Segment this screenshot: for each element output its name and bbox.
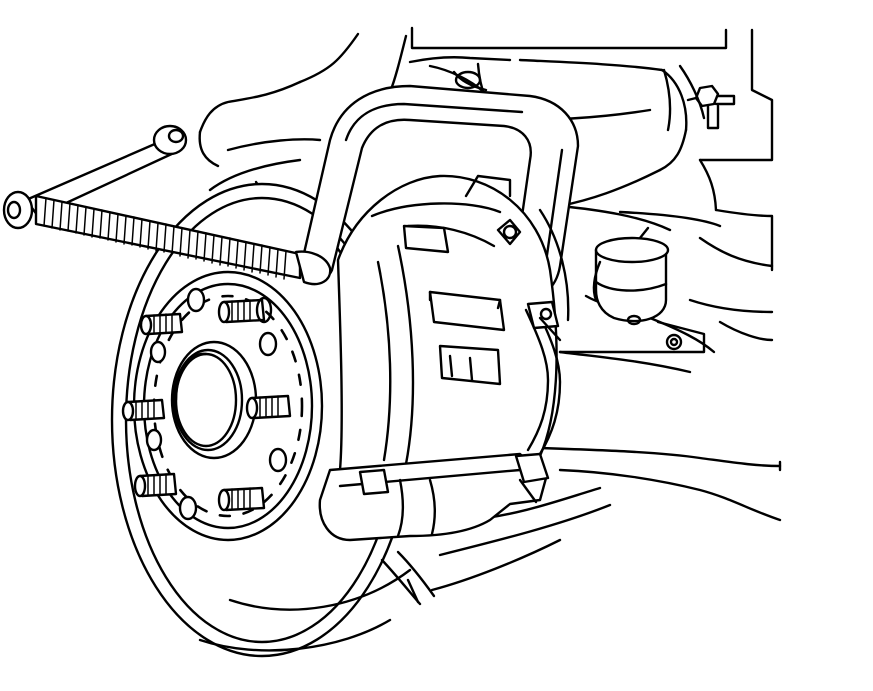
mount-bushing-icon	[592, 226, 683, 351]
wheel-stud-icon	[121, 296, 292, 512]
brake-caliper-icon	[336, 174, 570, 472]
wheel-stud-icon	[217, 296, 273, 324]
pry-bar-thread-icon	[43, 197, 287, 280]
wheel-stud-icon	[121, 398, 166, 422]
wheel-stud-icon	[217, 486, 266, 512]
brake-hose-icon	[524, 300, 562, 456]
brake-pad-icon	[318, 452, 550, 542]
pry-bar-icon	[2, 124, 332, 286]
control-arm-icon	[430, 446, 782, 592]
wheel-hub-icon	[170, 340, 258, 460]
mount-bolt-icon	[686, 84, 736, 130]
lug-hole-icon	[145, 287, 288, 521]
wheel-stud-icon	[245, 394, 292, 420]
wheel-stud-icon	[133, 472, 178, 498]
wheel-stud-icon	[139, 312, 184, 336]
